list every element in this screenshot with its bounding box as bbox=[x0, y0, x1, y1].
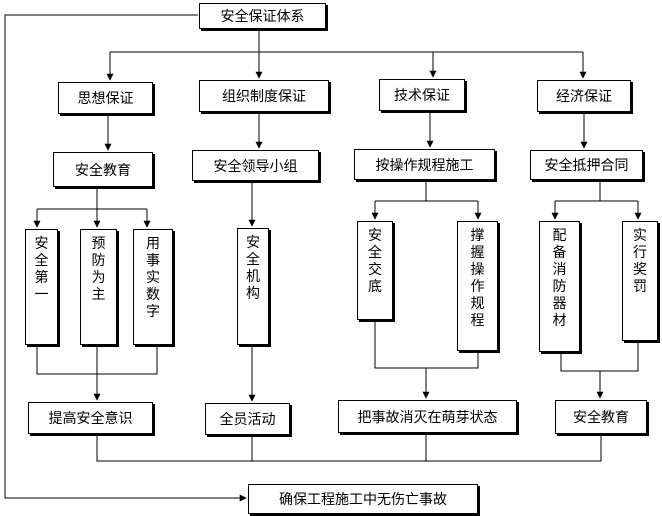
leaf-label-4b: 实行奖罚 bbox=[633, 228, 647, 295]
bottom-bus-line bbox=[96, 434, 602, 462]
leaf-box-2a: 安全机构 bbox=[237, 228, 269, 345]
branch-2-sub: 安全领导小组 bbox=[213, 158, 298, 175]
leaf-label-1a: 安全第一 bbox=[34, 236, 49, 303]
branch-1-sub-box: 安全教育 bbox=[53, 152, 153, 187]
branch-2-title: 组织制度保证 bbox=[222, 89, 306, 105]
branch-4-title-box: 经济保证 bbox=[537, 80, 631, 112]
leaf-box-1b: 预防为主 bbox=[80, 229, 117, 345]
branch-2-title-box: 组织制度保证 bbox=[199, 80, 329, 112]
branch-3-sub-box: 按操作规程施工 bbox=[354, 149, 495, 180]
leaf-box-1c: 用事实数字 bbox=[133, 229, 173, 345]
feedback-line bbox=[4, 14, 247, 502]
leaf-label-1b: 预防为主 bbox=[91, 236, 106, 303]
leaf-box-4a: 配备消防器材 bbox=[539, 221, 580, 352]
branch-3-title: 技术保证 bbox=[394, 88, 450, 104]
result-label-4: 安全教育 bbox=[573, 410, 629, 426]
branch-4-sub-box: 安全抵押合同 bbox=[530, 150, 643, 180]
branch-1-sub: 安全教育 bbox=[75, 162, 131, 179]
result-label-1: 提高安全意识 bbox=[48, 411, 133, 427]
result-box-3: 把事故消灭在萌芽状态 bbox=[338, 400, 517, 433]
leaf-box-4b: 实行奖罚 bbox=[622, 221, 658, 341]
result-label-3: 把事故消灭在萌芽状态 bbox=[357, 409, 498, 426]
goal-label: 确保工程施工中无伤亡事故 bbox=[279, 492, 447, 508]
goal-box: 确保工程施工中无伤亡事故 bbox=[248, 484, 478, 514]
result-box-4: 安全教育 bbox=[555, 400, 647, 434]
leaf-box-1a: 安全第一 bbox=[25, 229, 58, 345]
leaf-label-3a: 安全交底 bbox=[368, 228, 382, 295]
branch-4-title: 经济保证 bbox=[556, 89, 612, 105]
leaf-label-1c: 用事实数字 bbox=[146, 236, 160, 320]
branch-1-title-box: 思想保证 bbox=[58, 82, 153, 114]
leaf-box-3a: 安全交底 bbox=[357, 221, 393, 320]
leaf-label-4a: 配备消防器材 bbox=[552, 228, 567, 329]
branch-2-sub-box: 安全领导小组 bbox=[192, 150, 319, 181]
leaf-label-2a: 安全机构 bbox=[246, 235, 260, 302]
leaf-label-3b: 撑握操作规程 bbox=[470, 228, 485, 329]
root-box: 安全保证体系 bbox=[199, 3, 326, 29]
branch-1-title: 思想保证 bbox=[77, 91, 134, 107]
branch-3-title-box: 技术保证 bbox=[379, 79, 465, 111]
result-label-2: 全员活动 bbox=[219, 412, 276, 428]
root-label: 安全保证体系 bbox=[220, 9, 305, 25]
result-box-2: 全员活动 bbox=[205, 403, 290, 435]
result-box-1: 提高安全意识 bbox=[28, 402, 153, 434]
branch-3-sub: 按操作规程施工 bbox=[375, 157, 474, 174]
leaf-box-3b: 撑握操作规程 bbox=[457, 221, 498, 351]
branch-4-sub: 安全抵押合同 bbox=[544, 158, 629, 174]
